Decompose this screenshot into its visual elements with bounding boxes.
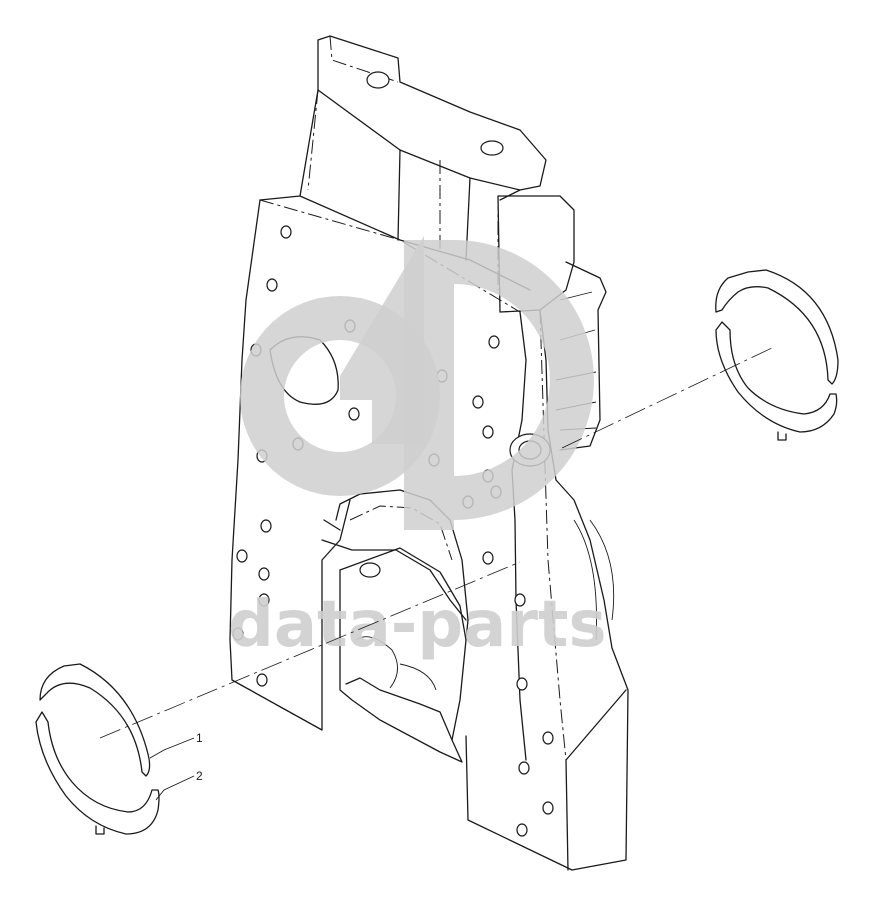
callout-1: 1 <box>149 731 203 759</box>
callout-label-1: 1 <box>196 731 203 745</box>
bolt-hole <box>366 71 390 89</box>
gd-logo-icon <box>240 236 594 530</box>
bolt-hole <box>480 140 504 156</box>
assembly-centerlines <box>99 345 777 739</box>
thrust-washer-left <box>35 663 160 835</box>
thrust-washer-right <box>715 269 839 441</box>
bolt-hole <box>359 562 381 578</box>
watermark-text: data-parts <box>228 588 607 662</box>
callout-label-2: 2 <box>196 769 203 783</box>
callout-2: 2 <box>155 769 203 801</box>
